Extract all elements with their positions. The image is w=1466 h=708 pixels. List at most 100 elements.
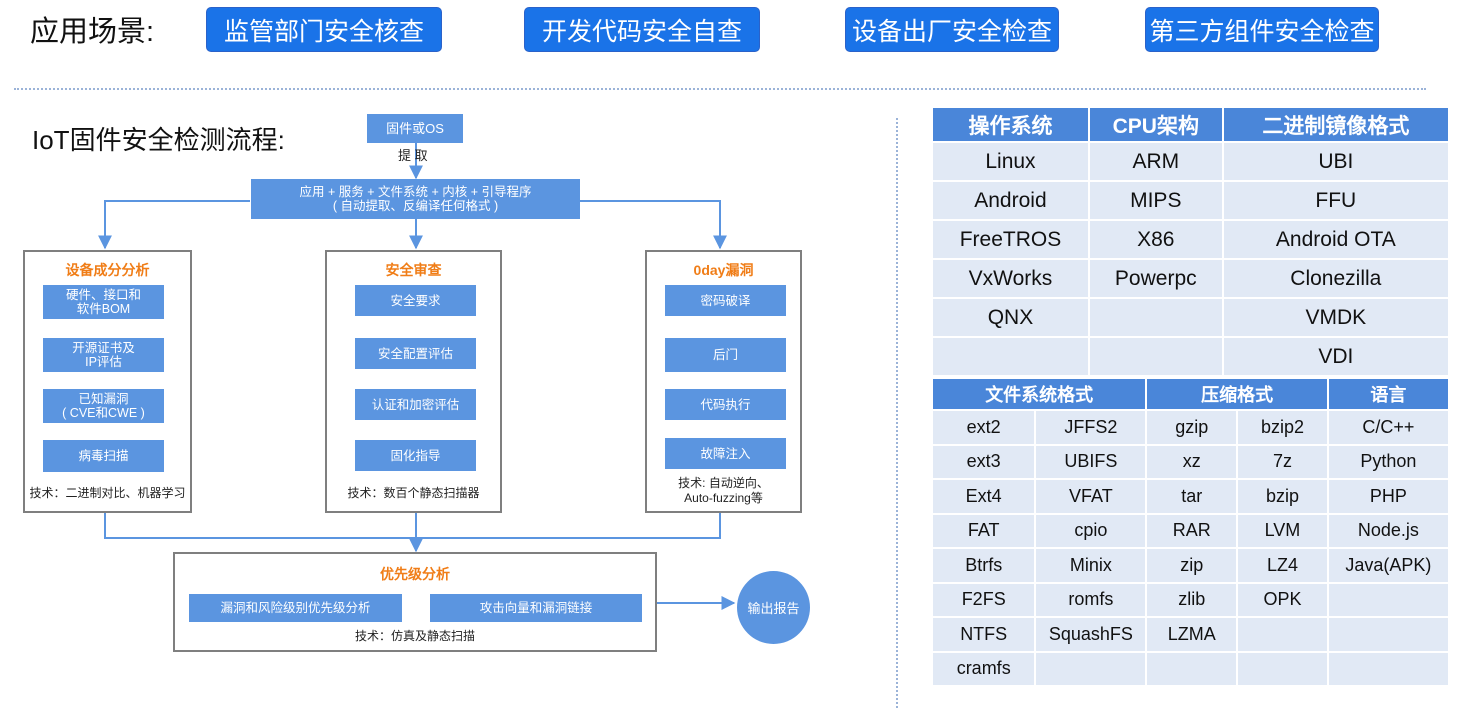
scenario-dev-self-check[interactable]: 开发代码安全自查 <box>524 7 760 52</box>
table-cell: LZMA <box>1147 618 1237 651</box>
priority-item-attack-vector-text: 攻击向量和漏洞链接 <box>479 601 593 615</box>
table-cell: MIPS <box>1089 182 1222 219</box>
table-cell: zip <box>1147 549 1237 582</box>
table-cell: Android OTA <box>1223 221 1448 258</box>
table-cell: FAT <box>933 514 1035 547</box>
table-cell <box>1089 299 1222 336</box>
table-cell: VFAT <box>1036 480 1146 513</box>
table-row: FAT cpio RAR LVM Node.js <box>933 514 1448 547</box>
table-cell: Android <box>933 182 1088 219</box>
table-cell: FFU <box>1223 182 1448 219</box>
table-cell: X86 <box>1089 221 1222 258</box>
table-row: Ext4 VFAT tar bzip PHP <box>933 480 1448 513</box>
component-analysis-tech: 技术：二进制对比、机器学习 <box>25 486 190 501</box>
table-cell: ext2 <box>933 411 1035 444</box>
scenario-label: 应用场景: <box>30 16 155 48</box>
table-cell: RAR <box>1147 514 1237 547</box>
table-cell <box>1328 618 1448 651</box>
component-item-bom-line1: 硬件、接口和 <box>65 288 141 302</box>
review-item-config-text: 安全配置评估 <box>377 346 453 361</box>
table-cell: VDI <box>1223 338 1448 375</box>
component-item-known-vuln: 已知漏洞 ( CVE和CWE ) <box>43 389 164 423</box>
review-item-requirements-text: 安全要求 <box>390 293 441 308</box>
component-item-known-vuln-line2: ( CVE和CWE ) <box>62 406 145 420</box>
component-item-bom-line2: 软件BOM <box>76 302 131 316</box>
table-row: FreeTROS X86 Android OTA <box>933 221 1448 258</box>
table-cell: OPK <box>1238 583 1327 616</box>
zeroday-item-backdoor-text: 后门 <box>712 348 738 362</box>
table-cell: gzip <box>1147 411 1237 444</box>
security-review-tech: 技术：数百个静态扫描器 <box>327 486 500 501</box>
table-row: Btrfs Minix zip LZ4 Java(APK) <box>933 549 1448 582</box>
header-compression: 压缩格式 <box>1147 379 1327 409</box>
table-cell: ARM <box>1089 143 1222 180</box>
table-cell <box>1238 652 1327 685</box>
zeroday-item-code-exec-text: 代码执行 <box>700 397 751 412</box>
zeroday-item-fault-inject-text: 故障注入 <box>700 446 751 461</box>
table-cell: bzip <box>1238 480 1327 513</box>
component-analysis-title: 设备成分分析 <box>65 262 150 278</box>
priority-item-attack-vector: 攻击向量和漏洞链接 <box>430 594 642 622</box>
header-filesystem: 文件系统格式 <box>933 379 1146 409</box>
review-item-hardening-text: 固化指导 <box>390 448 441 463</box>
table-cell: UBIFS <box>1036 445 1146 478</box>
table-cell: C/C++ <box>1328 411 1448 444</box>
format-table-header: 文件系统格式 压缩格式 语言 <box>933 379 1448 409</box>
platform-table-header: 操作系统 CPU架构 二进制镜像格式 <box>933 108 1448 141</box>
extract-label: 提 取 <box>398 148 428 163</box>
extraction-content-line2: ( 自动提取、反编译任何格式 ) <box>332 199 499 213</box>
zeroday-item-fault-inject: 故障注入 <box>665 438 786 469</box>
table-cell <box>1328 652 1448 685</box>
header-os: 操作系统 <box>933 108 1088 141</box>
zeroday-item-backdoor: 后门 <box>665 338 786 372</box>
table-cell: UBI <box>1223 143 1448 180</box>
review-item-auth-crypto: 认证和加密评估 <box>355 389 476 420</box>
scenario-third-party-check[interactable]: 第三方组件安全检查 <box>1145 7 1379 52</box>
table-cell <box>1328 583 1448 616</box>
component-item-virus-scan: 病毒扫描 <box>43 440 164 472</box>
zeroday-tech-line1: 技术: 自动逆向、 <box>678 476 769 490</box>
table-cell: SquashFS <box>1036 618 1146 651</box>
table-row: NTFS SquashFS LZMA <box>933 618 1448 651</box>
table-cell <box>933 338 1088 375</box>
vertical-divider <box>896 118 898 708</box>
firmware-source-box: 固件或OS <box>367 114 463 143</box>
component-item-known-vuln-line1: 已知漏洞 <box>78 392 129 406</box>
table-cell <box>1089 338 1222 375</box>
component-item-license: 开源证书及 IP评估 <box>43 338 164 372</box>
table-cell: zlib <box>1147 583 1237 616</box>
table-cell: NTFS <box>933 618 1035 651</box>
table-cell <box>1036 652 1146 685</box>
table-row: Android MIPS FFU <box>933 182 1448 219</box>
scenario-factory-check[interactable]: 设备出厂安全检查 <box>845 7 1059 52</box>
component-item-virus-scan-line1: 病毒扫描 <box>78 449 129 463</box>
component-item-license-line1: 开源证书及 <box>72 341 135 355</box>
table-row: ext2 JFFS2 gzip bzip2 C/C++ <box>933 411 1448 444</box>
table-cell: LZ4 <box>1238 549 1327 582</box>
table-row: F2FS romfs zlib OPK <box>933 583 1448 616</box>
table-cell: Clonezilla <box>1223 260 1448 297</box>
table-cell: QNX <box>933 299 1088 336</box>
table-cell: FreeTROS <box>933 221 1088 258</box>
security-review-title: 安全审查 <box>385 262 442 278</box>
priority-item-risk: 漏洞和风险级别优先级分析 <box>189 594 402 622</box>
table-row: QNX VMDK <box>933 299 1448 336</box>
table-cell: Java(APK) <box>1328 549 1448 582</box>
table-cell: Btrfs <box>933 549 1035 582</box>
table-cell: bzip2 <box>1238 411 1327 444</box>
extraction-content-line1: 应用 + 服务 + 文件系统 + 内核 + 引导程序 <box>299 185 532 199</box>
zeroday-item-password-text: 密码破译 <box>700 293 751 308</box>
review-item-hardening: 固化指导 <box>355 440 476 471</box>
table-row: VxWorks Powerpc Clonezilla <box>933 260 1448 297</box>
table-row: ext3 UBIFS xz 7z Python <box>933 445 1448 478</box>
extraction-content-box: 应用 + 服务 + 文件系统 + 内核 + 引导程序 ( 自动提取、反编译任何格… <box>251 179 580 219</box>
security-review-tech-line1: 技术：数百个静态扫描器 <box>347 486 480 500</box>
horizontal-divider <box>14 88 1426 90</box>
zeroday-tech: 技术: 自动逆向、 Auto-fuzzing等 <box>647 476 800 506</box>
priority-item-risk-text: 漏洞和风险级别优先级分析 <box>220 601 371 615</box>
component-item-license-line2: IP评估 <box>85 355 122 369</box>
priority-panel: 优先级分析 漏洞和风险级别优先级分析 攻击向量和漏洞链接 技术：仿真及静态扫描 <box>173 552 657 652</box>
review-item-requirements: 安全要求 <box>355 285 476 316</box>
format-support-table: 文件系统格式 压缩格式 语言 ext2 JFFS2 gzip bzip2 C/C… <box>931 377 1450 687</box>
scenario-regulator-check[interactable]: 监管部门安全核查 <box>206 7 442 52</box>
